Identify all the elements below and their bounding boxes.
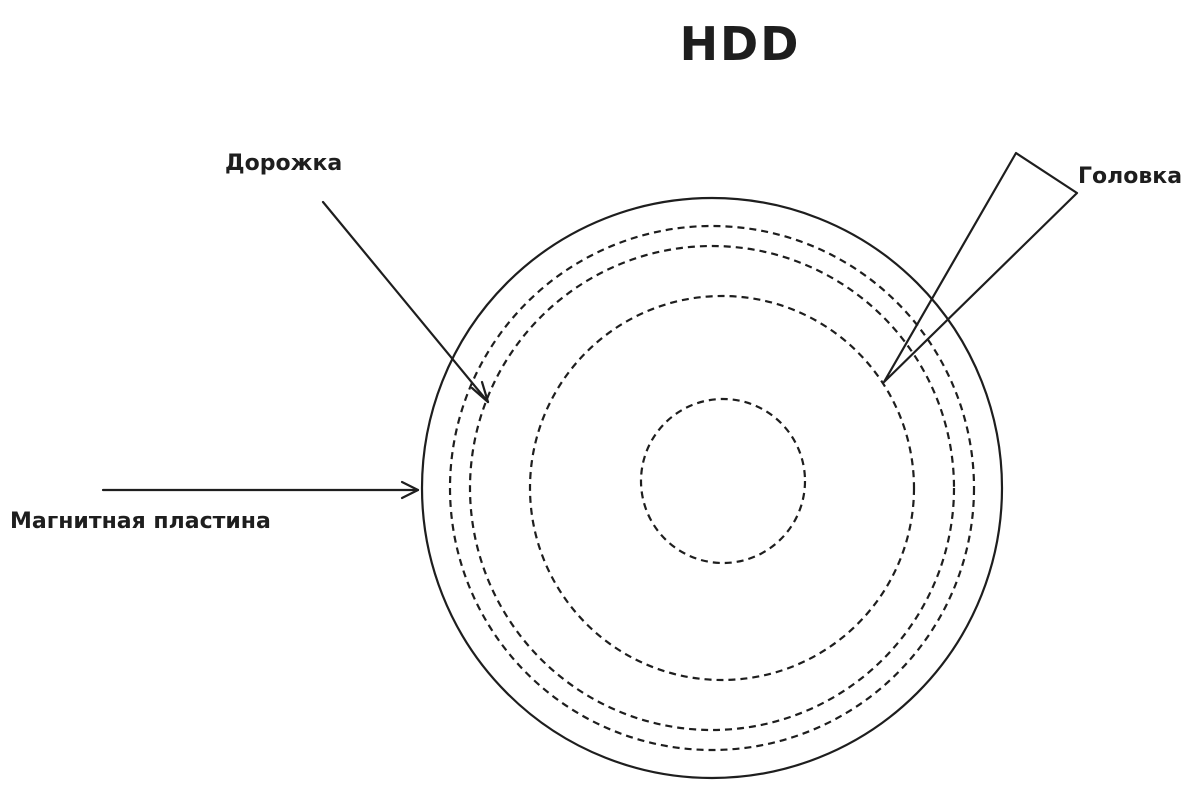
platter-outline: [420, 196, 1004, 780]
platter-label: Магнитная пластина: [10, 509, 271, 534]
track-outer-1: [448, 224, 976, 752]
platter-arrow: [101, 480, 420, 500]
diagram-title: HDD: [680, 17, 801, 71]
track-middle: [528, 294, 916, 682]
track-label: Дорожка: [225, 151, 342, 176]
head-label: Головка: [1078, 164, 1182, 189]
read-write-head: [882, 151, 1079, 384]
track-inner: [639, 397, 807, 565]
track-outer-2: [468, 244, 956, 732]
track-arrow: [321, 200, 490, 404]
